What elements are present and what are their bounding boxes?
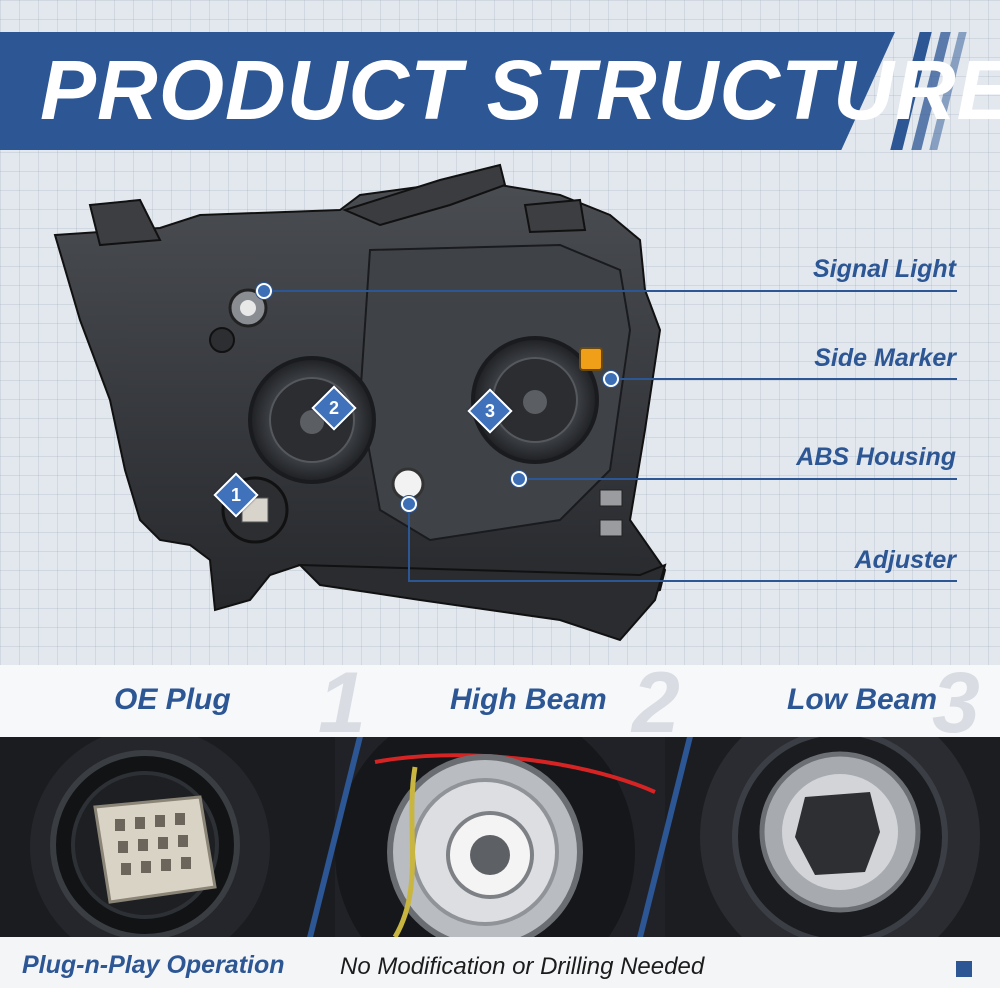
side-marker-label: Side Marker	[814, 344, 956, 372]
side-marker-leader	[610, 378, 957, 380]
title-banner	[0, 32, 895, 150]
signal-light-leader	[262, 290, 957, 292]
footer	[0, 937, 1000, 988]
left-tab	[88, 198, 162, 247]
high-beam-caption: High Beam	[450, 683, 607, 716]
abs-housing-label: ABS Housing	[796, 443, 956, 471]
low-beam-caption: Low Beam	[787, 683, 938, 716]
low-beam-photo	[665, 737, 1000, 937]
adjuster-label: Adjuster	[854, 546, 956, 574]
side-marker-lens	[579, 347, 603, 371]
footer-text: No Modification or Drilling Needed	[340, 953, 705, 980]
big-number-3: 3	[932, 655, 980, 751]
top-bracket	[342, 163, 507, 227]
footer-highlight: Plug-n-Play Operation	[22, 951, 285, 979]
headlight-illustration	[53, 163, 667, 642]
detail-photos	[0, 737, 1000, 937]
adjuster-leader	[408, 580, 957, 582]
abs-housing-leader	[518, 478, 957, 480]
right-tab	[523, 198, 587, 234]
caption-band	[0, 665, 1000, 737]
signal-light-label: Signal Light	[812, 255, 956, 283]
oe-plug-caption: OE Plug	[114, 683, 231, 716]
adjuster-knob	[391, 467, 425, 501]
side-marker-dot	[603, 371, 619, 387]
page-title: PRODUCT STRUCTURE	[40, 43, 1000, 137]
abs-housing-dot	[511, 471, 527, 487]
bottom-lip	[297, 563, 667, 642]
adjuster-leader-vertical	[408, 503, 410, 581]
signal-light-dot	[256, 283, 272, 299]
big-number-2: 2	[632, 655, 680, 751]
oe-plug-photo	[0, 737, 335, 937]
high-beam-photo	[335, 737, 665, 937]
adjuster-dot	[401, 496, 417, 512]
footer-square-icon	[956, 961, 972, 977]
big-number-1: 1	[318, 655, 366, 751]
